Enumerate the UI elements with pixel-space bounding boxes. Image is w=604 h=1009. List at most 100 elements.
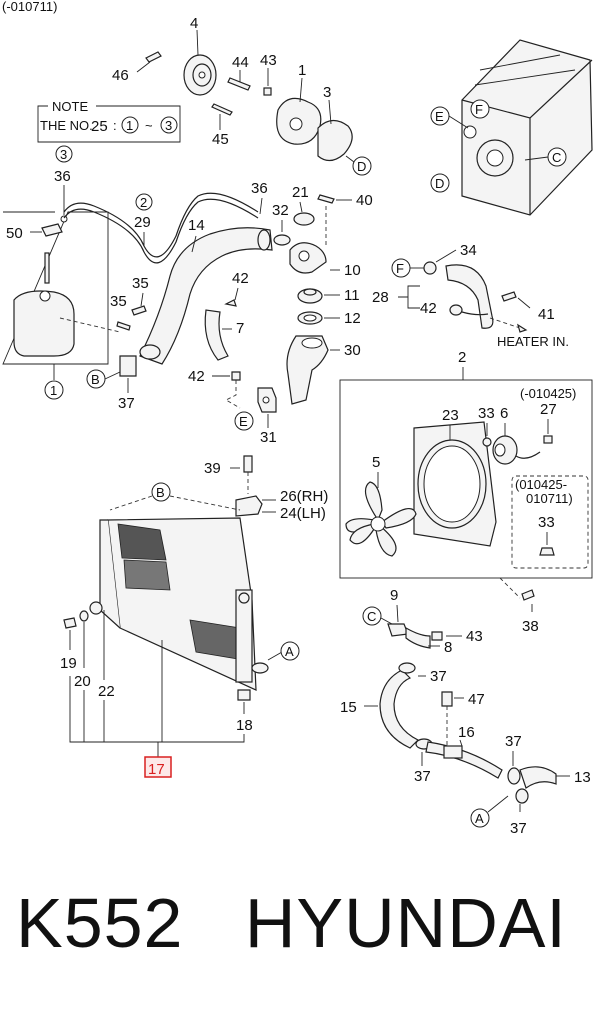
reservoir-bolts: 35 35 <box>110 275 149 331</box>
part-label-36b: 36 <box>251 180 268 197</box>
note-number: 25 <box>91 118 108 135</box>
part-label-11: 11 <box>344 287 360 304</box>
part-label-46: 46 <box>112 67 129 84</box>
part-label-33a: 33 <box>478 405 495 422</box>
heater-in-label: HEATER IN. <box>497 334 569 349</box>
engine-block: E F C D <box>430 39 593 216</box>
highlight-17-box[interactable] <box>144 756 172 778</box>
note-to-ref: 3 <box>165 118 172 133</box>
parts-diagram: (-010711) NOTE THE NO. 25 : 1 ~ 3 4 46 4… <box>2 0 593 837</box>
reservoir-section: 3 36 50 1 <box>2 145 121 400</box>
ref-C-lower: C <box>367 609 376 624</box>
part-label-31: 31 <box>260 429 277 446</box>
note-box: NOTE THE NO. 25 : 1 ~ 3 <box>37 99 181 143</box>
part-label-9: 9 <box>390 587 398 604</box>
part-label-26rh: 26(RH) <box>280 488 328 505</box>
part-label-42b: 42 <box>188 368 205 385</box>
circled-1: 1 <box>50 383 57 398</box>
part-label-3: 3 <box>323 84 331 101</box>
bypass-hose-7: 7 42 <box>204 270 249 361</box>
part-label-37c: 37 <box>505 733 522 750</box>
part-label-16: 16 <box>458 724 475 741</box>
ref-F-heater: F <box>396 261 404 276</box>
part-label-33b: 33 <box>538 514 555 531</box>
part-label-42a: 42 <box>232 270 249 287</box>
note-from-ref: 1 <box>126 118 133 133</box>
note-title: NOTE <box>52 99 88 114</box>
upper-radiator-hose: 14 <box>139 217 273 365</box>
part-label-43: 43 <box>260 52 277 69</box>
part-label-35b: 35 <box>110 293 127 310</box>
ref-B-left: B <box>91 372 100 387</box>
part-label-37b: 37 <box>414 768 431 785</box>
ref-F-engine: F <box>475 102 483 117</box>
part-label-12: 12 <box>344 310 361 327</box>
fan-date-top: (-010425) <box>520 386 576 401</box>
part-label-4: 4 <box>190 15 198 32</box>
part-label-42-heater: 42 <box>420 300 437 317</box>
ref-D-top: D <box>357 159 366 174</box>
water-pump-assembly: 4 46 44 43 1 3 45 D <box>112 15 372 176</box>
part-label-32: 32 <box>272 202 289 219</box>
part-label-10: 10 <box>344 262 361 279</box>
part-label-43-lower: 43 <box>466 628 483 645</box>
part-label-7: 7 <box>236 320 244 337</box>
part-label-47: 47 <box>468 691 485 708</box>
part-label-44: 44 <box>232 54 249 71</box>
overflow-hose: 2 29 36 <box>63 180 268 264</box>
part-label-36a: 36 <box>54 168 71 185</box>
fitting-42-lower: 42 E <box>188 368 254 431</box>
heater-hose-section: F 34 28 42 41 HEATER IN. <box>372 242 569 349</box>
part-label-1: 1 <box>298 62 306 79</box>
ref-B-radiator: B <box>156 485 165 500</box>
part-label-50: 50 <box>6 225 23 242</box>
part-label-28: 28 <box>372 289 389 306</box>
part-label-37-left: 37 <box>118 395 135 412</box>
model-code: K552 <box>16 884 184 962</box>
part-label-14: 14 <box>188 217 205 234</box>
part-label-37a: 37 <box>430 668 447 685</box>
ref-D-engine: D <box>435 176 444 191</box>
part-label-40: 40 <box>356 192 373 209</box>
part-label-24lh: 24(LH) <box>280 505 326 522</box>
part-label-21: 21 <box>292 184 309 201</box>
part-label-29: 29 <box>134 214 151 231</box>
part-label-15: 15 <box>340 699 357 716</box>
part-label-37d: 37 <box>510 820 527 837</box>
fan-date-box-line2: 010711) <box>526 491 573 506</box>
ref-C-engine: C <box>552 150 561 165</box>
part-label-22: 22 <box>98 683 115 700</box>
part-label-8: 8 <box>444 639 452 656</box>
ref-E-engine: E <box>435 109 444 124</box>
part-label-5: 5 <box>372 454 380 471</box>
ref-E-lower: E <box>239 414 248 429</box>
ref-A-radiator: A <box>285 644 294 659</box>
note-tilde: ~ <box>145 118 153 133</box>
model-brand-footer: K552 HYUNDAI <box>16 888 567 958</box>
part-label-38: 38 <box>522 618 539 635</box>
part-label-39: 39 <box>204 460 221 477</box>
part-label-30: 30 <box>344 342 361 359</box>
bolt-38: 38 <box>499 577 539 635</box>
fan-blade <box>345 481 417 557</box>
part-label-19: 19 <box>60 655 77 672</box>
header-code: (-010711) <box>2 0 57 14</box>
part-label-17[interactable]: 17 <box>148 761 165 778</box>
brand-name: HYUNDAI <box>244 884 567 962</box>
fan-shroud-section: 2 (-010425) 5 23 33 6 27 <box>339 349 593 579</box>
part-label-41: 41 <box>538 306 555 323</box>
part-label-34: 34 <box>460 242 477 259</box>
fan-date-box-line1: (010425- <box>515 477 567 492</box>
circled-3: 3 <box>60 147 67 162</box>
circled-2: 2 <box>140 195 147 210</box>
part-label-27: 27 <box>540 401 557 418</box>
part-label-18: 18 <box>236 717 253 734</box>
note-colon: : <box>113 118 117 133</box>
part-label-6: 6 <box>500 405 508 422</box>
part-label-23: 23 <box>442 407 459 424</box>
note-prefix: THE NO. <box>40 118 93 133</box>
thermostat-housing: 21 32 40 10 11 12 30 31 <box>257 184 373 446</box>
part-label-35a: 35 <box>132 275 149 292</box>
ref-A-lower: A <box>475 811 484 826</box>
part-label-13: 13 <box>574 769 591 786</box>
